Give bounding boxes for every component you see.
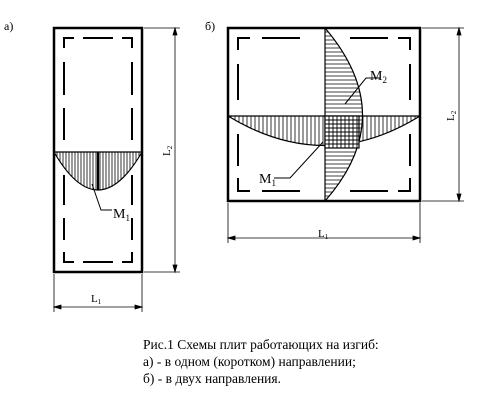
dimension-l2-a — [144, 26, 180, 274]
slab-a-outline — [52, 26, 144, 274]
l2-a-label: L2 — [161, 145, 174, 156]
moment-overlap-grid — [324, 115, 360, 149]
m1-b-leader — [274, 141, 324, 179]
moment-diagram-m1-b — [227, 115, 421, 146]
dimension-l1-a — [52, 274, 144, 312]
slab-b-outline — [226, 26, 422, 203]
panel-a-label: а) — [4, 19, 13, 33]
slab-a: M1 L1 L2 — [52, 26, 180, 312]
slab-a-reinforcement — [63, 37, 133, 263]
l1-b-label: L1 — [318, 228, 329, 241]
figure-caption: Рис.1 Схемы плит работающих на изгиб: а)… — [143, 336, 473, 387]
slab-b: M2 M1 L1 L2 — [226, 26, 464, 243]
caption-item-a: а) - в одном (коротком) направлении; — [143, 354, 356, 369]
m1-a-leader — [91, 183, 112, 211]
panel-b-label: б) — [205, 19, 215, 33]
m2-b-leader — [344, 77, 380, 105]
dimension-l2-b — [422, 26, 464, 203]
dimension-l1-b — [226, 203, 422, 243]
m2-b-label: M2 — [370, 69, 387, 85]
m1-b-label: M1 — [259, 172, 276, 188]
moment-diagram-m2-b — [324, 27, 363, 202]
caption-title: Рис.1 Схемы плит работающих на изгиб: — [143, 337, 379, 352]
l1-a-label: L1 — [91, 293, 102, 306]
slab-b-reinforcement — [237, 37, 411, 192]
caption-item-b: б) - в двух направления. — [143, 371, 281, 386]
moment-diagram-m1-a — [53, 151, 143, 191]
l2-b-label: L2 — [445, 110, 458, 121]
m1-a-label: M1 — [113, 207, 130, 223]
